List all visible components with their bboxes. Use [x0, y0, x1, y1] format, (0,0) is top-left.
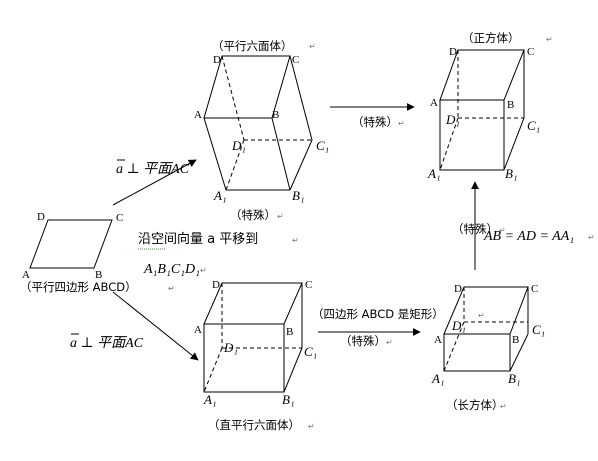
paragraph-mark: ↵	[398, 119, 405, 128]
paragraph-mark: ↵	[500, 402, 507, 411]
cube-vertex-B1: B₁	[505, 166, 517, 181]
parallel-hexahedron: D C A B D₁ C₁ A₁ B₁ （平行六面体） （特殊）	[194, 39, 329, 222]
paragraph-mark: ↵	[168, 284, 175, 293]
paragraph-mark: ↵	[309, 42, 316, 51]
hex-vertex-C1: C₁	[316, 138, 329, 153]
hex-title: （平行六面体）	[212, 39, 293, 53]
cuboid-vertex-C: C	[531, 283, 538, 295]
cube: D C A B D₁ C₁ A₁ B₁ （正方体）	[427, 31, 540, 181]
rhex-vertex-D1: D₁	[223, 340, 238, 355]
arrow-to-right-hexahedron	[112, 291, 199, 361]
paragraph-mark: ↵	[499, 226, 506, 235]
rhex-vertex-D: D	[212, 279, 220, 291]
hex-vertex-D1: D₁	[231, 138, 246, 153]
cuboid-vertex-B1: B₁	[508, 371, 520, 386]
paragraph-mark: ↵	[308, 422, 315, 431]
cube-vertex-D: D	[449, 46, 457, 58]
cuboid-special-label: （特殊）	[340, 334, 386, 348]
cube-vertex-C1: C₁	[527, 118, 540, 133]
paragraph-mark: ↵	[386, 338, 393, 347]
rhex-vertex-A1: A₁	[203, 392, 216, 407]
conditions: （特殊） （特殊） （特殊） （四边形 ABCD 是矩形） AB = AD = …	[70, 115, 574, 351]
paragraph-mark: ↵	[478, 311, 485, 320]
rhex-vertex-C: C	[305, 279, 312, 291]
cuboid: D C A B D₁ C₁ A₁ B₁ （长方体）	[431, 283, 545, 412]
right-parallel-hexahedron: D C A B D₁ C₁ A₁ B₁ （直平行六面体）	[194, 279, 317, 432]
cuboid-vertex-B: B	[512, 334, 519, 346]
parallelogram-abcd: D C A B （平行四边形 ABCD）	[20, 211, 137, 294]
hex-vertex-C: C	[292, 54, 299, 66]
paragraph-mark: ↵	[277, 212, 284, 221]
paragraph-mark: ↵	[200, 266, 207, 275]
cube-special-label: （特殊）	[352, 115, 398, 129]
rhex-vertex-B1: B₁	[282, 392, 294, 407]
hex-special-label: （特殊）	[230, 208, 276, 222]
arrow-to-hexahedron	[112, 159, 197, 206]
paragraph-mark: ↵	[546, 35, 553, 44]
cube-vertex-A: A	[430, 97, 438, 109]
rectangle-condition: （四边形 ABCD 是矩形）	[312, 307, 444, 321]
cube-vertex-B: B	[507, 99, 514, 111]
parallelogram-caption: （平行四边形 ABCD）	[20, 280, 137, 294]
perp-condition-upper: a ⊥ 平面AC	[116, 162, 190, 177]
cube-vertex-A1: A₁	[427, 166, 440, 181]
cuboid-title: （长方体）	[446, 398, 504, 412]
parallelogram-shape	[29, 219, 113, 269]
translate-condition: 沿空间向量 a 平移到	[138, 231, 258, 247]
rhex-vertex-B: B	[286, 326, 293, 338]
rhex-title: （直平行六面体）	[208, 418, 300, 432]
cube-title: （正方体）	[462, 31, 520, 45]
hex-vertex-B: B	[272, 109, 279, 121]
cube-vertex-C: C	[527, 46, 534, 58]
vertex-D: D	[37, 211, 45, 223]
paragraph-marks: ↵ ↵ ↵ ↵ ↵ ↵ ↵ ↵ ↵ ↵ ↵ ↵ ↵	[168, 35, 595, 431]
vertex-C: C	[116, 212, 123, 224]
rhex-vertex-C1: C₁	[304, 344, 317, 359]
paragraph-mark: ↵	[588, 233, 595, 242]
hex-vertex-A: A	[194, 109, 202, 121]
hex-vertex-B1: B₁	[292, 188, 304, 203]
cuboid-to-cube-special-label: （特殊）	[452, 222, 498, 236]
cube-vertex-D1: D₁	[445, 112, 460, 127]
equal-edges-condition: AB = AD = AA₁	[483, 229, 574, 244]
vertex-B: B	[95, 269, 102, 281]
cuboid-vertex-D1: D₁	[451, 318, 466, 333]
paragraph-mark: ↵	[292, 236, 299, 245]
cuboid-vertex-C1: C₁	[532, 322, 545, 337]
arrows	[112, 103, 479, 361]
hex-vertex-D: D	[213, 54, 221, 66]
hex-vertex-A1: A₁	[213, 188, 226, 203]
perp-condition-lower: a ⊥ 平面AC	[70, 336, 144, 351]
cuboid-vertex-A: A	[434, 334, 442, 346]
cuboid-vertex-A1: A₁	[431, 371, 444, 386]
vertex-A: A	[22, 269, 30, 281]
cuboid-vertex-D: D	[454, 283, 462, 295]
translate-target: A₁B₁C₁D₁	[143, 262, 200, 277]
rhex-vertex-A: A	[194, 324, 202, 336]
